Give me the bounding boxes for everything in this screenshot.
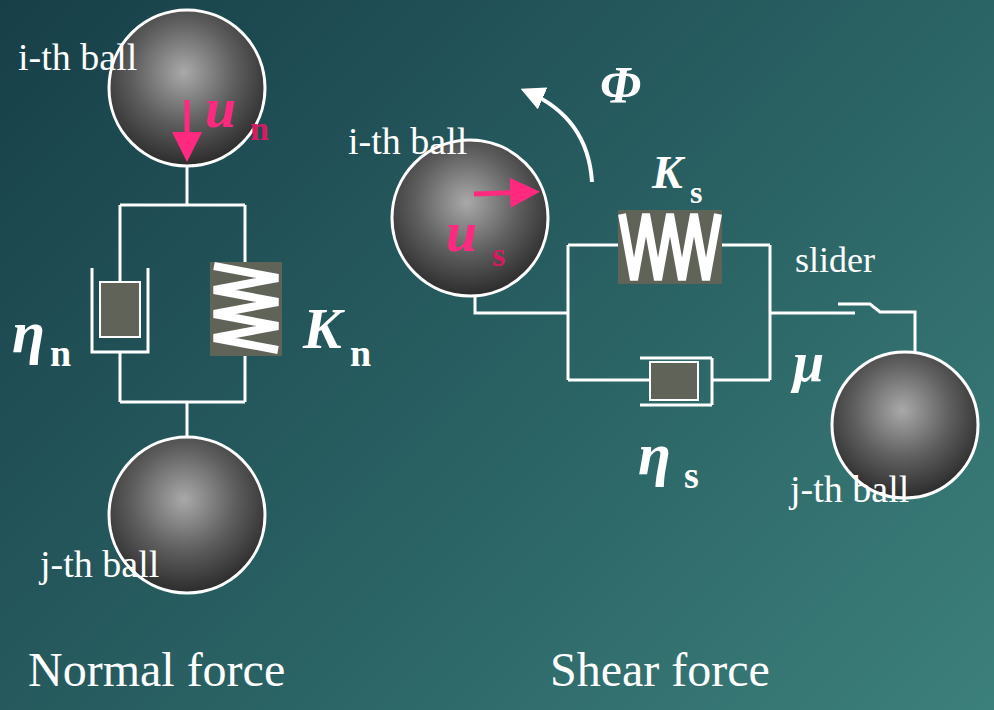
- spring-symbol: [622, 214, 718, 280]
- spring-symbol: [214, 266, 278, 350]
- symbol-letter: Φ: [600, 60, 641, 112]
- subscript: s: [684, 456, 699, 494]
- subscript: s: [690, 176, 702, 208]
- symbol-letter: η: [638, 424, 671, 484]
- symbol-letter: u: [446, 204, 477, 260]
- part-name: slider: [795, 242, 875, 278]
- symbol-letter: K: [652, 150, 683, 196]
- subscript: s: [492, 238, 505, 272]
- symbol-letter: μ: [793, 334, 824, 390]
- spring-ground: [210, 262, 282, 356]
- caption-text: Normal force: [28, 646, 285, 694]
- ball-shape: [107, 8, 267, 168]
- symbol-letter: η: [12, 302, 45, 362]
- dashpot-symbol: [92, 205, 148, 402]
- dashpot-piston: [100, 282, 140, 337]
- spring-ground: [618, 210, 722, 284]
- ball-node: j-th ball: [107, 435, 267, 595]
- subscript: n: [250, 112, 269, 146]
- dashpot-symbol: [568, 358, 770, 405]
- ball-label: j-th ball: [790, 470, 909, 508]
- rotation-arrow: [528, 92, 592, 182]
- ball-label: i-th ball: [18, 38, 137, 76]
- ball-label: i-th ball: [348, 122, 467, 160]
- subscript: n: [50, 334, 71, 372]
- ball-node: j-th ball: [830, 350, 980, 500]
- slider-symbol: [838, 304, 915, 352]
- dashpot-piston: [650, 362, 698, 400]
- symbol-letter: u: [205, 80, 236, 136]
- symbol-letter: K: [303, 300, 342, 358]
- subscript: n: [350, 334, 371, 372]
- ball-label: j-th ball: [40, 545, 159, 583]
- caption-text: Shear force: [550, 646, 770, 694]
- ball-node: i-th ball: [107, 8, 267, 168]
